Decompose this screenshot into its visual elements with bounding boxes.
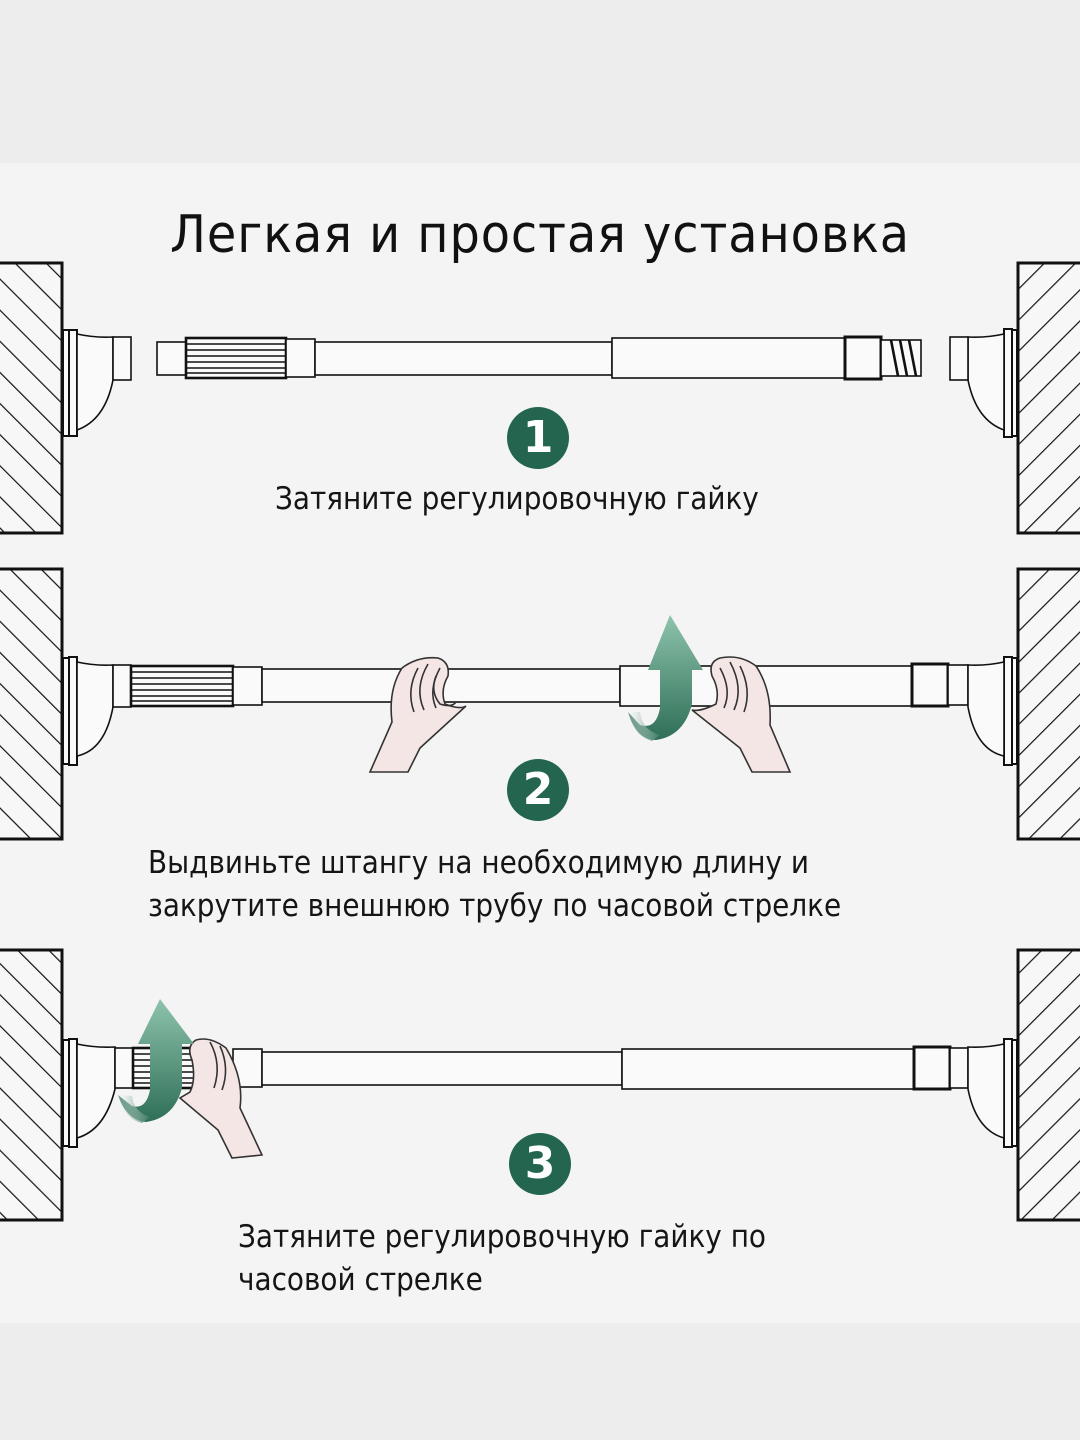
wall-right-icon bbox=[1016, 567, 1080, 841]
hand-icon bbox=[178, 1038, 264, 1159]
wall-right-icon bbox=[1016, 261, 1080, 535]
right-mount-icon bbox=[967, 656, 1018, 766]
wall-left-icon bbox=[0, 948, 64, 1222]
step-2-badge: 2 bbox=[507, 759, 569, 821]
rod-icon bbox=[131, 1045, 969, 1091]
step-2-caption-line: закрутите внешнюю трубу по часовой стрел… bbox=[148, 888, 842, 924]
step-1-diagram bbox=[0, 261, 1080, 535]
step-2-diagram bbox=[0, 567, 1080, 841]
step-1-caption: Затяните регулировочную гайку bbox=[275, 478, 759, 521]
left-mount-icon bbox=[62, 329, 132, 437]
step-3-caption: Затяните регулировочную гайку по часовой… bbox=[238, 1216, 766, 1302]
step-2-caption: Выдвиньте штангу на необходимую длину и … bbox=[148, 842, 841, 928]
left-mount-icon bbox=[62, 656, 132, 766]
hand-icon bbox=[691, 656, 792, 773]
wall-left-icon bbox=[0, 567, 64, 841]
right-mount-icon bbox=[949, 328, 1018, 438]
rod-icon bbox=[129, 662, 969, 708]
step-3-diagram bbox=[0, 948, 1080, 1222]
page-title: Легкая и простая установка bbox=[169, 204, 911, 265]
left-mount-icon bbox=[62, 1038, 134, 1148]
right-mount-icon bbox=[967, 1038, 1018, 1148]
step-3-badge: 3 bbox=[509, 1133, 571, 1195]
step-1-caption-line: Затяните регулировочную гайку bbox=[275, 481, 759, 517]
wall-right-icon bbox=[1016, 948, 1080, 1222]
step-2-caption-line: Выдвиньте штангу на необходимую длину и bbox=[148, 845, 809, 881]
rotate-arrow-icon bbox=[628, 615, 703, 741]
hand-icon bbox=[368, 656, 467, 773]
rod-icon bbox=[156, 335, 922, 381]
rotate-arrow-icon bbox=[118, 999, 194, 1123]
wall-left-icon bbox=[0, 261, 64, 535]
step-3-caption-line: Затяните регулировочную гайку по bbox=[238, 1219, 767, 1255]
step-1-badge: 1 bbox=[507, 407, 569, 469]
step-3-caption-line: часовой стрелке bbox=[238, 1262, 483, 1298]
